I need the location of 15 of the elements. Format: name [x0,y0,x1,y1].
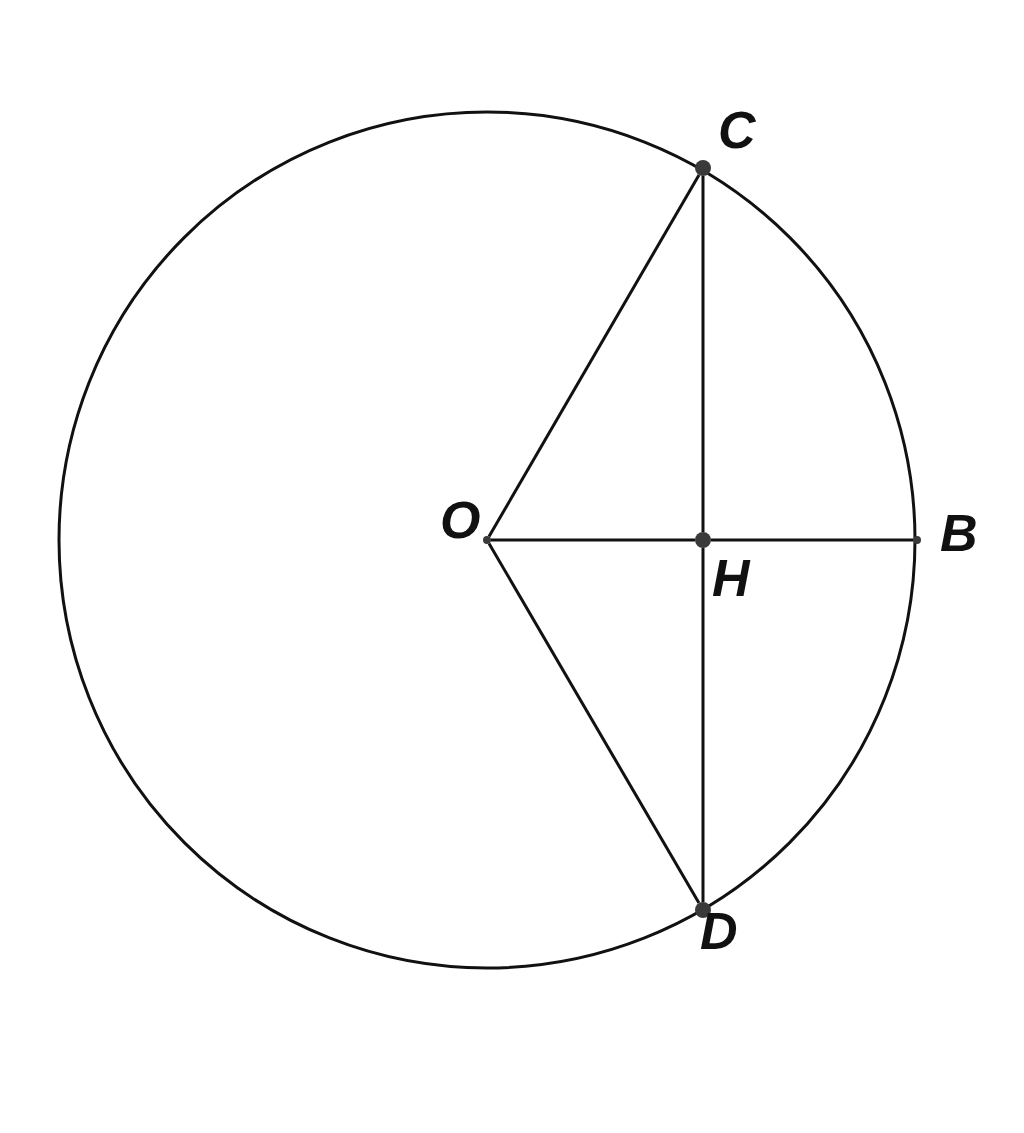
line-segment [491,538,695,542]
point [695,532,711,548]
point-label: C [718,104,756,156]
line-segment [701,176,705,532]
point-label: O [440,494,481,546]
line-segment [487,174,701,538]
point-label: H [712,552,750,604]
line-segment [487,542,701,904]
line-segment [701,548,705,902]
point-label: D [700,905,738,957]
point [913,536,921,544]
point [695,160,711,176]
line-segment [711,538,913,542]
point [483,536,491,544]
point-label: B [940,507,978,559]
